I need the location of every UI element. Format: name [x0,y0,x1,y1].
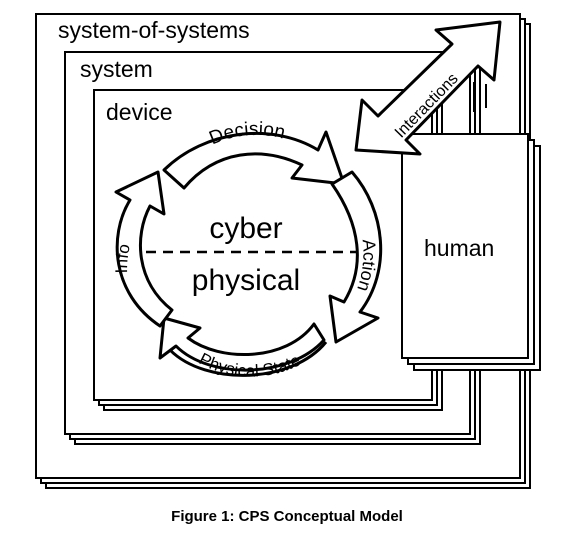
physical-state-arrow: Physical State [158,316,328,381]
system-of-systems-label: system-of-systems [58,17,250,43]
action-arrow: Action [328,170,383,344]
info-arrow: Info [112,170,174,328]
cyber-label: cyber [209,212,282,245]
physical-label: physical [192,264,300,297]
decision-arrow: Decision [162,119,346,190]
info-label: Info [112,242,134,273]
system-label: system [80,56,153,82]
device-label: device [106,99,172,125]
figure-caption: Figure 1: CPS Conceptual Model [171,508,403,525]
human-label: human [424,235,494,261]
interactions-hatch [473,78,487,112]
human-box [401,133,541,371]
